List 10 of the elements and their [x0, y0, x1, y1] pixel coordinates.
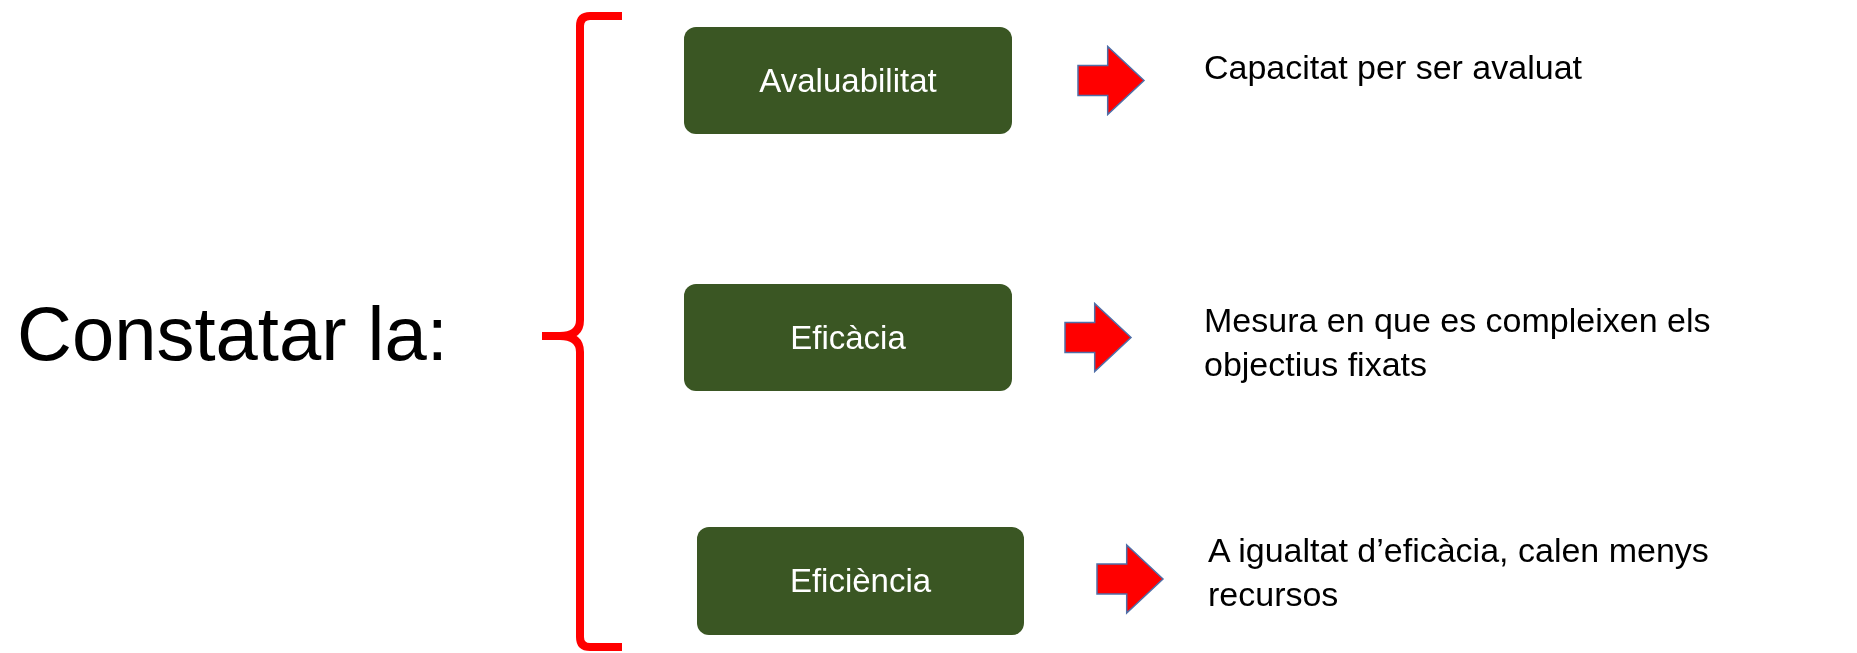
description-text: Capacitat per ser avaluat [1204, 48, 1582, 86]
heading-text: Constatar la: [17, 290, 448, 377]
term-box: Eficàcia [684, 284, 1012, 391]
description-text: A igualtat d’eficàcia, calen menys recursos [1208, 531, 1709, 614]
block-arrow [1096, 543, 1165, 615]
term-box: Avaluabilitat [684, 27, 1012, 134]
term-box: Eficiència [697, 527, 1024, 635]
block-arrow [1077, 44, 1146, 117]
description-text: Mesura en que es compleixen els objectius fixats [1204, 301, 1711, 384]
block-arrow [1064, 301, 1133, 374]
